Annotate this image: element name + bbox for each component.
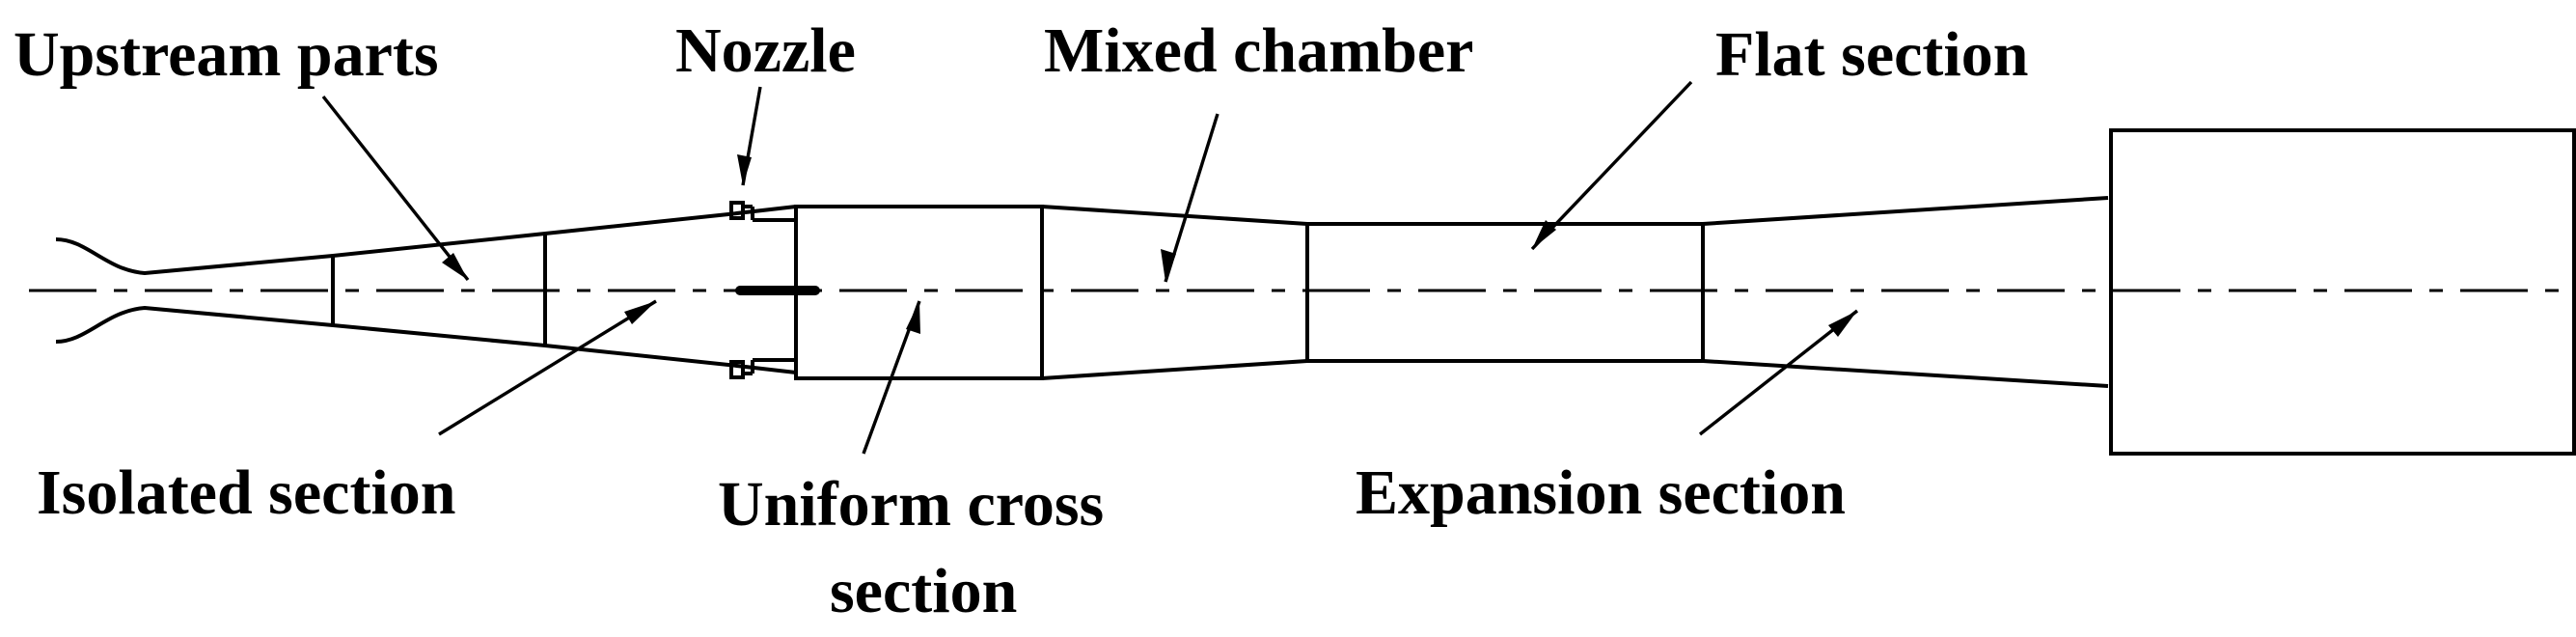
leader-upstream-parts	[321, 95, 470, 282]
label-expansion-section: Expansion section	[1356, 457, 1846, 528]
arrowhead-mixed-chamber	[1161, 249, 1176, 282]
upper-wall-inlet	[55, 205, 797, 276]
leader-expansion-section	[1698, 309, 1859, 436]
upper-wall-expansion	[1702, 196, 2109, 226]
label-isolated-section: Isolated section	[37, 457, 456, 528]
upper-wall-mixed	[1041, 205, 1308, 226]
uniform-cross-section-box	[794, 205, 1044, 380]
arrowhead-upstream-parts	[442, 253, 468, 280]
lower-wall-mixed	[1041, 359, 1308, 380]
arrowhead-flat-section	[1532, 220, 1556, 249]
label-flat-section: Flat section	[1715, 19, 2029, 90]
arrowheads	[442, 154, 1857, 337]
arrowhead-uniform-cross-section	[906, 301, 920, 334]
leader-isolated-section	[438, 299, 657, 436]
lower-injector-block	[729, 360, 745, 379]
lower-wall-expansion	[1702, 359, 2109, 388]
arrowhead-nozzle	[737, 154, 752, 185]
central-strut-injector	[735, 286, 820, 295]
label-upstream-parts: Upstream parts	[14, 19, 439, 90]
label-uniform-cross-section-line2: section	[830, 556, 1018, 626]
lower-wall-inlet	[55, 305, 797, 374]
label-uniform-cross-section-line1: Uniform cross	[718, 469, 1105, 540]
upper-injector-block	[729, 201, 745, 220]
arrowhead-expansion-section	[1828, 311, 1857, 337]
arrowhead-isolated-section	[624, 301, 656, 324]
leader-flat-section	[1530, 80, 1693, 251]
label-mixed-chamber: Mixed chamber	[1044, 15, 1474, 86]
exit-plenum-box	[2109, 128, 2576, 456]
nozzle-injectors	[729, 201, 820, 379]
label-nozzle: Nozzle	[675, 15, 856, 86]
